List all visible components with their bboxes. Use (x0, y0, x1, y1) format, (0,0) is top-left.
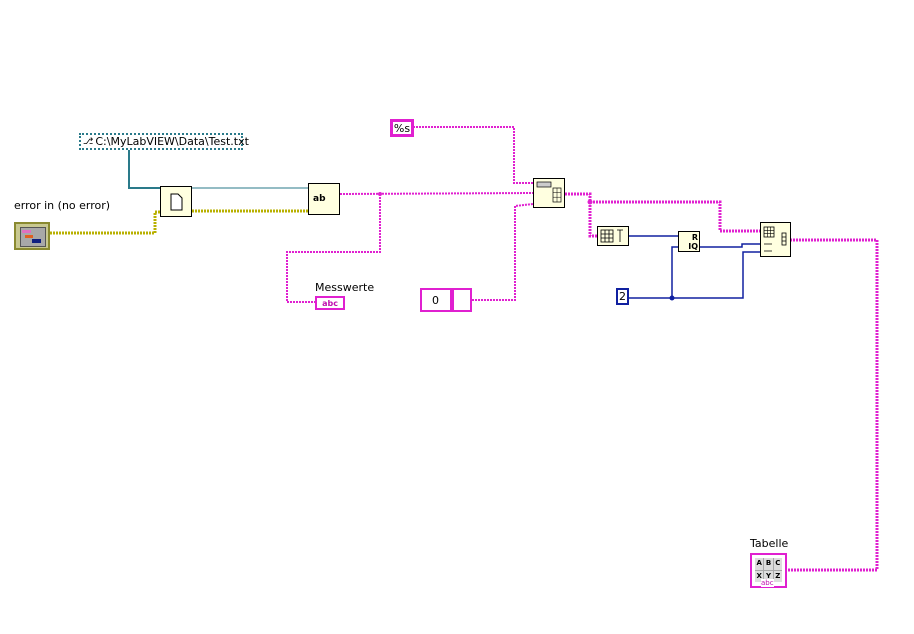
table-cell: Z (773, 570, 782, 582)
read-text-file-node[interactable]: ab (308, 183, 340, 215)
messwerte-label: Messwerte (315, 281, 375, 294)
array-size-node[interactable] (597, 226, 629, 246)
path-wire (128, 150, 160, 189)
array-subset-node[interactable] (760, 222, 791, 257)
messwerte-indicator[interactable]: abc (315, 296, 345, 310)
table-cell: A (755, 558, 764, 570)
numeric-control-terminal (452, 288, 472, 312)
tabelle-label: Tabelle (750, 537, 789, 550)
table-cell: C (773, 558, 782, 570)
numeric-control[interactable]: 0 (420, 288, 452, 312)
format-value: %s (393, 121, 411, 135)
messwerte-glyph: abc (322, 298, 338, 308)
numeric-wire-divisor (671, 246, 678, 298)
array-subset-icon (763, 226, 786, 251)
tabelle-glyph: abc (761, 579, 774, 587)
path-value: C:\MyLabVIEW\Data\Test.txt (95, 135, 249, 148)
numeric-constant-value: 2 (619, 290, 626, 303)
numeric-wire-const (628, 251, 760, 299)
array-wire-out (787, 238, 879, 572)
spreadsheet-string-to-array-node[interactable] (533, 178, 565, 208)
read-text-label: ab (313, 194, 326, 204)
error-in-label: error in (no error) (14, 199, 111, 212)
string-wire-messwerte (286, 194, 381, 303)
file-icon (170, 193, 183, 210)
numeric-wire-control (472, 203, 534, 301)
tabelle-indicator[interactable]: A B C X Y Z abc (750, 553, 787, 588)
open-file-node[interactable] (160, 186, 192, 217)
table-cell: B (764, 558, 773, 570)
format-constant[interactable]: %s (390, 119, 414, 137)
array-wire-size (588, 202, 597, 238)
quotient-r: R (691, 232, 698, 242)
quotient-remainder-node[interactable]: R IQ (678, 231, 700, 252)
table-cell: Y (764, 570, 773, 582)
numeric-control-value: 0 (432, 293, 439, 307)
quotient-iq: IQ (688, 241, 698, 251)
string-wire-read (339, 192, 534, 195)
path-icon: ⎇ (83, 136, 94, 147)
grid-icon (536, 181, 562, 203)
table-cell: X (755, 570, 764, 582)
string-wire-format (413, 126, 533, 184)
array-wire (565, 192, 760, 233)
array-size-icon (600, 229, 623, 243)
numeric-wire-quotient (699, 243, 760, 248)
error-in-cluster[interactable] (14, 222, 50, 250)
path-constant[interactable]: ⎇ C:\MyLabVIEW\Data\Test.txt (79, 133, 249, 150)
error-wire (50, 210, 160, 235)
numeric-constant[interactable]: 2 (616, 288, 629, 305)
